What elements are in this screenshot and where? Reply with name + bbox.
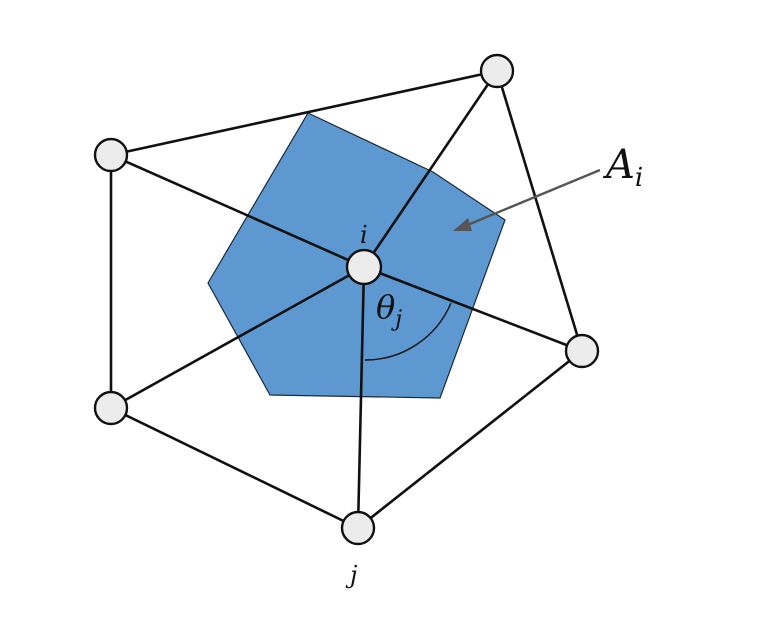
edge xyxy=(495,70,584,352)
neighbor-vertex-label: j xyxy=(345,561,358,589)
vertex-node xyxy=(479,53,515,89)
angle-arc xyxy=(364,302,452,361)
edge xyxy=(110,153,365,269)
arrow xyxy=(453,168,601,231)
edge xyxy=(110,69,498,157)
area-label: Ai xyxy=(602,142,643,193)
vertex-node xyxy=(93,137,129,173)
edge xyxy=(356,266,366,529)
edge xyxy=(110,265,365,410)
edge xyxy=(362,70,499,268)
vertex-node xyxy=(564,333,600,369)
vertex-node-j xyxy=(340,510,376,546)
edge xyxy=(363,265,583,353)
angle-label: θj xyxy=(376,288,402,332)
vertex-node-i xyxy=(345,248,383,286)
edge xyxy=(357,349,583,530)
edge xyxy=(110,406,359,530)
center-vertex-label: i xyxy=(360,221,368,249)
vertex-node xyxy=(93,390,129,426)
